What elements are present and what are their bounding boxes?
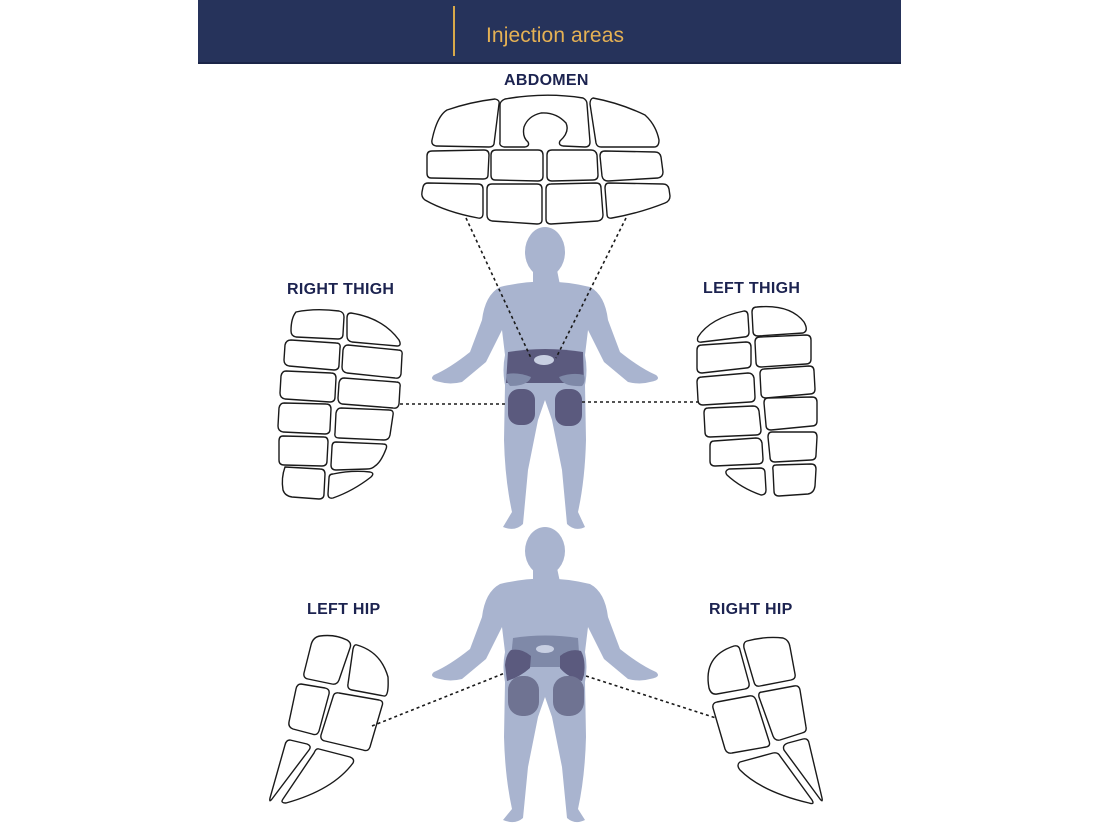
abdomen-label: ABDOMEN — [504, 72, 589, 89]
right-thigh-cell[interactable] — [277, 402, 332, 435]
right-thigh-cell[interactable] — [330, 441, 388, 471]
left-thigh-cell[interactable] — [703, 405, 762, 438]
left-thigh-label: LEFT THIGH — [703, 280, 801, 297]
front-left-thigh-zone — [555, 389, 582, 426]
right-thigh-label: RIGHT THIGH — [287, 281, 395, 298]
right-thigh-cell[interactable] — [279, 370, 337, 403]
back-left-buttock-zone — [508, 676, 539, 716]
header-banner: Injection areas — [198, 0, 901, 64]
back-body-figure — [432, 527, 658, 823]
left-thigh-cell[interactable] — [696, 372, 756, 406]
header-divider — [453, 6, 455, 56]
right-hip-cell[interactable] — [743, 636, 796, 687]
right-thigh-cell[interactable] — [327, 470, 374, 499]
right-thigh-cell[interactable] — [278, 435, 329, 467]
left-hip-cell[interactable] — [347, 644, 389, 697]
right-hip-cell[interactable] — [712, 695, 771, 754]
right-hip-cell[interactable] — [758, 685, 807, 741]
connector-lines — [371, 217, 717, 727]
right-hip-cell[interactable] — [737, 752, 814, 805]
front-right-thigh-zone — [508, 389, 535, 425]
abdomen-cell[interactable] — [604, 182, 671, 219]
left-hip-cell[interactable] — [269, 739, 311, 802]
left-hip-cell[interactable] — [303, 634, 352, 685]
left-thigh-cell[interactable] — [759, 365, 816, 399]
abdomen-cell[interactable] — [431, 98, 500, 148]
left-thigh-cell[interactable] — [696, 341, 752, 374]
right-hip-label: RIGHT HIP — [709, 601, 793, 618]
right-hip-cell[interactable] — [707, 645, 750, 695]
page-title: Injection areas — [486, 24, 625, 47]
front-body-figure — [432, 227, 658, 529]
right-hip-map — [707, 636, 823, 805]
right-thigh-cell[interactable] — [341, 344, 403, 379]
left-thigh-cell[interactable] — [763, 396, 818, 431]
abdomen-cell[interactable] — [589, 97, 660, 148]
left-thigh-cell[interactable] — [709, 437, 764, 467]
back-left-hip-zone — [505, 649, 531, 681]
left-thigh-cell[interactable] — [696, 310, 750, 343]
abdomen-cell[interactable] — [499, 94, 591, 148]
left-hip-map — [269, 634, 389, 804]
right-thigh-map — [277, 309, 403, 500]
abdomen-cell[interactable] — [546, 149, 599, 182]
abdomen-cell[interactable] — [421, 182, 484, 219]
left-hip-cell[interactable] — [320, 692, 384, 752]
left-thigh-cell[interactable] — [725, 467, 767, 496]
abdomen-cell[interactable] — [426, 149, 490, 180]
left-thigh-cell[interactable] — [767, 431, 818, 463]
abdomen-cell[interactable] — [545, 182, 604, 225]
right-thigh-cell[interactable] — [337, 377, 401, 409]
left-hip-cell[interactable] — [281, 748, 355, 804]
left-thigh-cell[interactable] — [772, 463, 817, 497]
back-right-hip-zone — [560, 650, 585, 681]
right-thigh-cell[interactable] — [281, 466, 326, 500]
abdomen-cell[interactable] — [486, 183, 543, 225]
abdomen-cell[interactable] — [490, 149, 544, 182]
back-right-buttock-zone — [553, 676, 584, 716]
left-hip-label: LEFT HIP — [307, 601, 381, 618]
right-thigh-cell[interactable] — [290, 309, 345, 340]
right-thigh-cell[interactable] — [346, 312, 401, 347]
left-thigh-cell[interactable] — [754, 334, 812, 368]
right-thigh-cell[interactable] — [283, 339, 341, 371]
abdomen-cell[interactable] — [599, 150, 664, 182]
left-hip-cell[interactable] — [288, 683, 330, 736]
left-thigh-cell[interactable] — [751, 305, 807, 337]
abdomen-map — [421, 94, 671, 225]
right-hip-cell[interactable] — [782, 738, 823, 802]
left-thigh-map — [696, 305, 818, 497]
front-abdomen-zone — [506, 349, 584, 383]
right-thigh-cell[interactable] — [334, 407, 394, 441]
